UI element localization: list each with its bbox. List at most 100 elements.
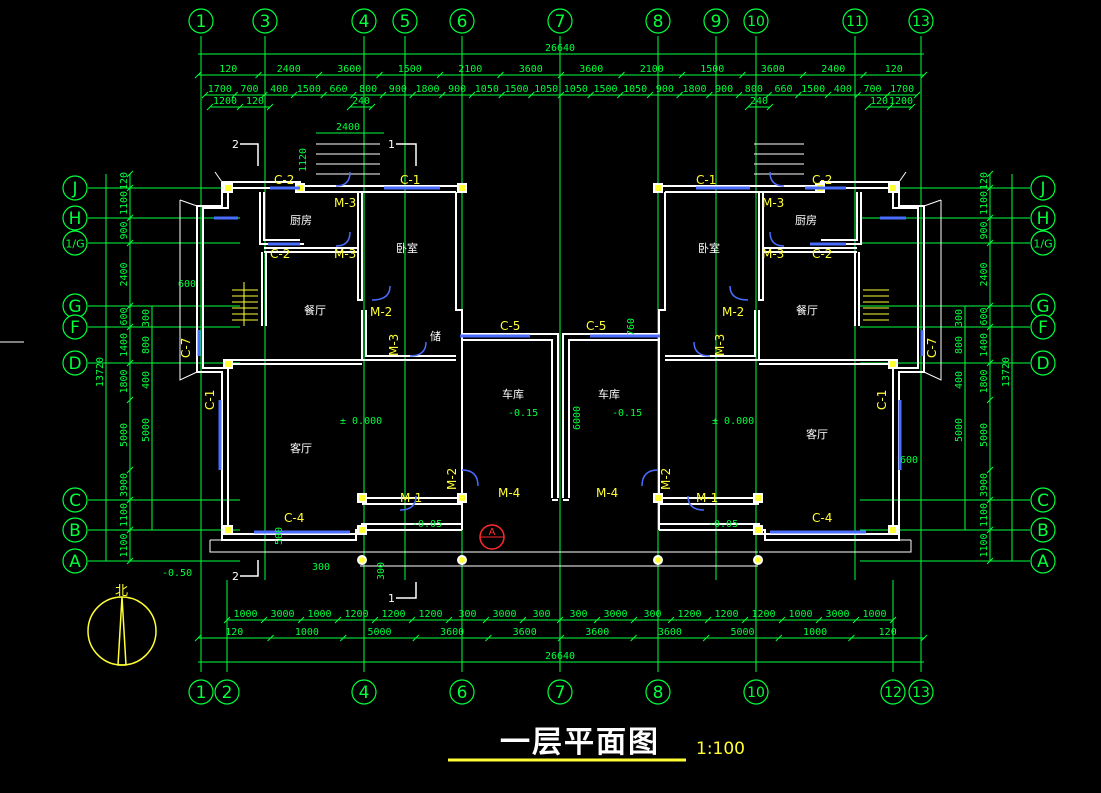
dim-top-row3-right-tick-1: [886, 103, 894, 111]
walls: [179, 143, 942, 567]
axis-bubble-right-J: J: [1030, 175, 1056, 201]
axis-bubble-top-13: 13: [908, 8, 934, 34]
dim-top-row2-label-0: 1700: [208, 84, 232, 95]
tag-c4-r: C-4: [812, 511, 832, 525]
axis-bubble-bottom-7-text: 7: [555, 683, 566, 703]
dim-top-row3-midleft-label-0: 240: [352, 96, 370, 107]
tag-m3-tl: M-3: [334, 196, 356, 210]
dim-bottom-row2-label-8: 1000: [803, 627, 827, 638]
axis-bubble-top-10-circle: [743, 8, 769, 34]
dim-bottom-row1-tick-12: [667, 616, 675, 624]
tag-c1-left-wall: C-1: [203, 390, 217, 410]
axis-bubble-left-B-circle: [62, 517, 88, 543]
section-mark-2-bottom: 2: [232, 570, 239, 583]
dim-side-total-label-left: 13720: [95, 357, 106, 387]
roof-outline-right: [759, 171, 942, 553]
axis-bubble-left-D-text: D: [68, 354, 81, 374]
dim-bottom-row1-tick-3: [334, 616, 342, 624]
axis-bubble-left-D-circle: [62, 350, 88, 376]
axis-bubble-top-3-circle: [252, 8, 278, 34]
dim-side-inner-label-left-1: 800: [141, 336, 152, 354]
tag-m2-garage-l: M-2: [445, 468, 459, 490]
axis-bubble-top-13-text: 13: [912, 14, 930, 30]
column-10: [653, 183, 663, 193]
dim-right-col-tick-9: [986, 496, 994, 504]
dim-bottom-row1-tick-4: [371, 616, 379, 624]
dim-bottom-row1-tick-6: [445, 616, 453, 624]
level-porch-left: -0.05: [412, 519, 442, 530]
dim-top-total: 26640: [198, 43, 924, 55]
tag-c7-l: C-7: [179, 338, 193, 358]
dim-top-row2-tick-17: [705, 91, 713, 99]
axis-bubble-bottom-4: 4: [351, 679, 377, 705]
axis-bubble-bottom-10: 10: [743, 679, 769, 705]
tag-m3-r-rot: M-3: [713, 334, 727, 356]
axis-bubble-bottom-12-text: 12: [884, 685, 902, 701]
wall-right-4: [817, 192, 862, 245]
axis-bubble-left-F-circle: [62, 314, 88, 340]
dim-bottom-row1-label-5: 1200: [418, 609, 442, 620]
dim-side-inner-label-right-1: 800: [954, 336, 965, 354]
tag-m4-r: M-4: [596, 486, 618, 500]
dim-top-row3-right-tick-2: [908, 103, 916, 111]
dim-side-total-label-right: 13720: [1001, 357, 1012, 387]
axis-bubble-right-C-circle: [1030, 487, 1056, 513]
axis-bubble-left-H: H: [62, 205, 88, 231]
axis-bubble-top-5-circle: [392, 8, 418, 34]
dim-bottom-row1-tick-18: [889, 616, 897, 624]
dim-right-col-tick-6: [986, 359, 994, 367]
dim-top-row1-tick-2: [315, 71, 323, 79]
dim-left-col-tick-3: [126, 239, 134, 247]
dim-760: 760: [626, 318, 637, 336]
dim-top-row2-label-16: 1800: [682, 84, 706, 95]
axis-bubble-bottom-8-text: 8: [653, 683, 664, 703]
dim-left-col-label-6: 1800: [119, 369, 130, 393]
axis-bubble-top-1-text: 1: [196, 12, 207, 32]
axis-bubble-bottom-6-text: 6: [457, 683, 468, 703]
wall-right-13: [665, 310, 756, 357]
axis-bubble-right-C: C: [1030, 487, 1056, 513]
tag-c2-tl: C-2: [274, 173, 294, 187]
axis-bubble-right-D-text: D: [1036, 354, 1049, 374]
axis-bubble-top-8-text: 8: [653, 12, 664, 32]
axis-bubble-top-3: 3: [252, 8, 278, 34]
room-kitchen-left: 厨房: [290, 214, 312, 227]
axis-bubble-top-9-circle: [703, 8, 729, 34]
dim-top-row1-label-0: 120: [219, 64, 237, 75]
dim-top-row2-tick-10: [498, 91, 506, 99]
dim-bottom-row1-tick-14: [741, 616, 749, 624]
dim-left-col-tick-1: [126, 184, 134, 192]
room-bedroom-right: 卧室: [698, 241, 720, 255]
door-swing-5: [729, 285, 749, 301]
axis-bubble-right-F-text: F: [1038, 318, 1048, 338]
dim-bottom-row1-label-15: 1000: [788, 609, 812, 620]
dim-top-row2-label-18: 800: [745, 84, 763, 95]
dim-bottom-row1-tick-13: [704, 616, 712, 624]
dim-top-row3-left-tick-2: [266, 103, 274, 111]
dim-left-col-label-10: 1100: [119, 533, 130, 557]
dim-top-row2-tick-4: [320, 91, 328, 99]
wall-right-6: [758, 192, 764, 301]
dim-top-row1-label-2: 3600: [337, 64, 361, 75]
dim-bottom-row2-tick-4: [485, 634, 492, 642]
dim-top-row3-left-label-1: 120: [246, 96, 264, 107]
dim-right-col-label-7: 5000: [979, 423, 990, 447]
wall-right-17: [562, 333, 659, 498]
tag-m1-l: M-1: [400, 491, 422, 505]
axis-bubble-left-H-text: H: [69, 209, 82, 229]
tag-m3-ml: M-3: [334, 247, 356, 261]
dim-right-col-label-9: 1100: [979, 503, 990, 527]
axis-bubble-bottom-1-circle: [188, 679, 214, 705]
axis-bubble-top-6: 6: [449, 8, 475, 34]
dim-bottom-row1-tick-11: [630, 616, 638, 624]
level-garage-right: -0.15: [612, 408, 642, 419]
tag-c2-tr: C-2: [812, 173, 832, 187]
dim-top-row2-tick-6: [379, 91, 387, 99]
dim-bottom-row1-label-10: 3000: [603, 609, 627, 620]
wall-right-12: [665, 310, 760, 361]
dim-bottom-row1-tick-15: [778, 616, 786, 624]
detail-marker: A: [479, 524, 505, 550]
wall-left-14: [455, 192, 463, 530]
